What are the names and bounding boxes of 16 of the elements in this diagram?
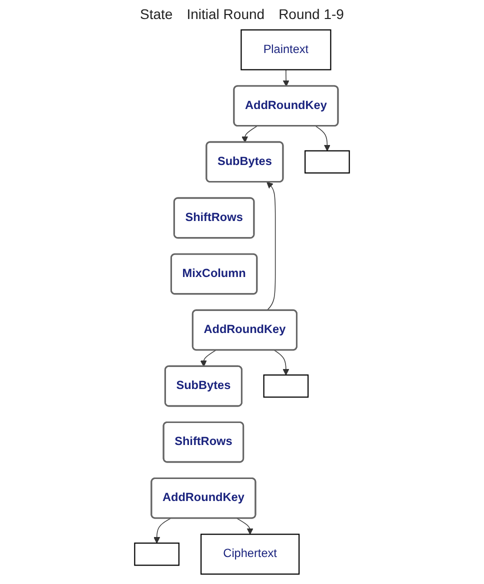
arrow: [274, 350, 290, 376]
arrow: [315, 126, 330, 152]
note-label: State: [140, 6, 173, 22]
note-label: Round 1-9: [278, 6, 344, 22]
node-box: [304, 150, 350, 174]
node-box: Plaintext: [240, 29, 332, 70]
note-label: Initial Round: [186, 6, 265, 22]
arrow: [242, 126, 258, 143]
arrow: [282, 69, 290, 87]
node-box: [134, 542, 180, 566]
arrow: [200, 350, 216, 367]
arrow: [154, 518, 172, 544]
node-box: [263, 374, 309, 398]
arrow: [236, 518, 254, 535]
node-box: Ciphertext: [200, 534, 300, 575]
arrow: [266, 182, 276, 311]
